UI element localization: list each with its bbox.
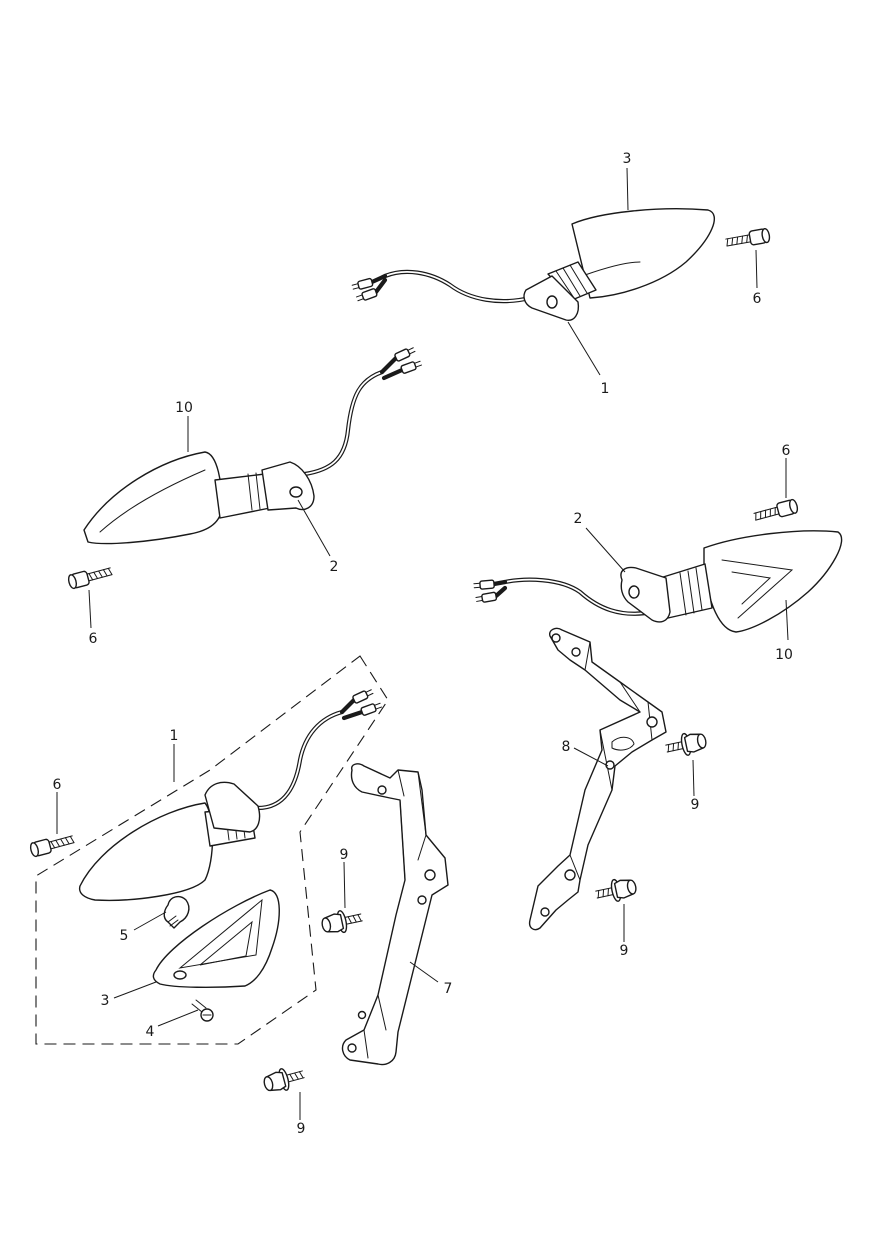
callout-9-mid: 9 — [340, 847, 349, 863]
callout-9-right-lower: 9 — [620, 943, 629, 959]
callout-10-right: 10 — [775, 647, 793, 663]
leader-lines — [56, 167, 789, 1120]
mounting-stalk-left — [261, 461, 315, 511]
cap-screw-top — [724, 227, 772, 251]
callout-6-top: 6 — [753, 291, 762, 307]
indicator-lens-top — [571, 208, 715, 299]
callout-9-bottom: 9 — [297, 1121, 306, 1137]
kit-outline — [35, 655, 389, 1045]
callout-7-bracket: 7 — [444, 981, 453, 997]
flange-bolt-bottom — [261, 1062, 307, 1096]
callout-4-screw: 4 — [146, 1024, 155, 1040]
indicator-body-kit — [78, 802, 214, 902]
indicator-left — [83, 345, 423, 545]
indicator-right — [473, 530, 843, 633]
cap-screw-kit — [28, 831, 76, 858]
callout-labels: 3 6 1 10 2 6 6 2 10 1 6 5 3 4 9 7 9 8 9 … — [53, 151, 793, 1137]
indicator-lens-left — [83, 451, 223, 545]
callout-3-top: 3 — [623, 151, 632, 167]
cap-screw-left — [66, 563, 114, 590]
callout-1-kit: 1 — [170, 728, 179, 744]
indicator-lens-right — [703, 530, 843, 633]
bracket-right — [528, 627, 667, 931]
indicator-assembly-kit — [78, 687, 383, 902]
flange-bolt-right-upper — [663, 728, 709, 761]
callout-8-bracket: 8 — [562, 739, 571, 755]
callout-9-right-upper: 9 — [691, 797, 700, 813]
flange-bolt-right-lower — [593, 874, 639, 907]
callout-10-left: 10 — [175, 400, 193, 416]
indicator-assembly-top-right — [350, 208, 715, 321]
callout-6-right: 6 — [782, 443, 791, 459]
cap-screw-right — [752, 498, 800, 525]
bulb — [163, 895, 190, 929]
small-screw — [191, 999, 214, 1022]
lens-kit — [152, 889, 280, 989]
callout-6-left: 6 — [89, 631, 98, 647]
callout-6-kit: 6 — [53, 777, 62, 793]
flange-bolt-mid — [319, 905, 365, 938]
callout-1-top: 1 — [601, 381, 610, 397]
bracket-left — [341, 763, 449, 1066]
callout-3-lens: 3 — [101, 993, 110, 1009]
callout-2-left: 2 — [330, 559, 339, 575]
callout-2-right: 2 — [574, 511, 583, 527]
mounting-stalk-right — [620, 566, 671, 623]
callout-5-bulb: 5 — [120, 928, 129, 944]
